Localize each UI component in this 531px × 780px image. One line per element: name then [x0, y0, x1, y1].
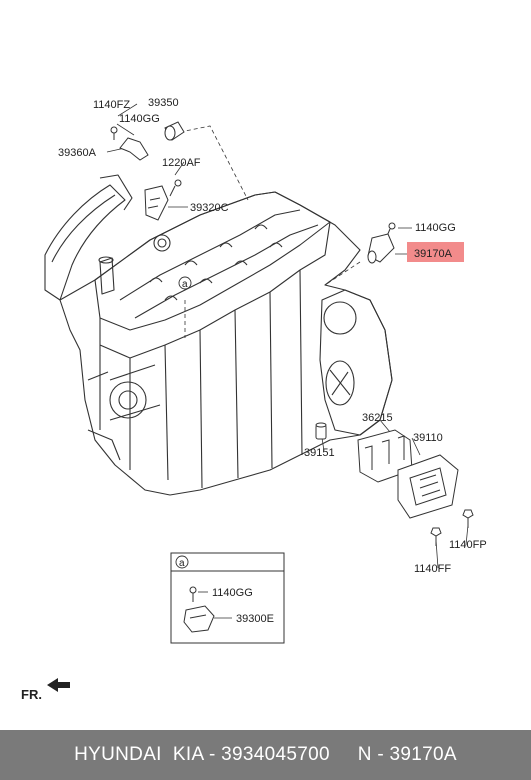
label-1220af: 1220AF	[162, 157, 201, 169]
bolt-1140fp	[462, 509, 474, 528]
detail-sensor-39300e	[183, 605, 215, 633]
footer-text: HYUNDAI KIA - 3934045700 N - 39170A	[74, 744, 457, 765]
bolt-1220af	[169, 179, 182, 197]
highlight-box	[407, 242, 464, 262]
label-1140gg-top: 1140GG	[119, 113, 160, 125]
label-39360a: 39360A	[58, 147, 97, 159]
engine-block	[44, 174, 393, 496]
detail-label-39300e: 39300E	[236, 613, 274, 625]
label-1140ff: 1140FF	[414, 563, 451, 575]
bolt-1140gg-right	[386, 222, 396, 237]
label-36215: 36215	[362, 412, 393, 424]
detail-inset: a 1140GG 39300E	[170, 552, 285, 644]
parts-diagram: 1140FZ 39350 1140GG 39360A 1220AF 39320C…	[21, 97, 487, 702]
label-39151: 39151	[304, 447, 335, 459]
crank-sensor-39170a	[367, 233, 395, 264]
label-39350: 39350	[148, 97, 179, 109]
ecu-39110	[397, 454, 459, 519]
label-1140gg-right: 1140GG	[415, 222, 456, 234]
label-39110: 39110	[413, 432, 443, 444]
cam-sensor-39350	[164, 121, 185, 141]
footer-bar: HYUNDAI KIA - 3934045700 N - 39170A	[0, 730, 531, 780]
detail-marker-text: a	[179, 558, 185, 569]
bolt-1140ff	[430, 527, 442, 546]
bracket-39360a	[110, 126, 149, 161]
label-39320c: 39320C	[190, 202, 229, 214]
sensor-39320c	[144, 185, 169, 221]
label-1140fz: 1140FZ	[93, 99, 130, 111]
label-39170a: 39170A	[414, 248, 453, 260]
sensor-39151	[315, 422, 327, 440]
detail-marker-engine-text: a	[182, 279, 188, 290]
detail-bolt	[189, 586, 197, 602]
detail-label-1140gg: 1140GG	[212, 587, 253, 599]
front-arrow-icon	[47, 678, 70, 692]
detail-marker-engine: a	[178, 276, 192, 290]
front-label: FR.	[21, 687, 42, 702]
front-direction-indicator: FR.	[21, 678, 70, 702]
bracket-36215	[357, 429, 413, 483]
label-1140fp: 1140FP	[449, 539, 487, 551]
leader-lines	[179, 125, 361, 338]
